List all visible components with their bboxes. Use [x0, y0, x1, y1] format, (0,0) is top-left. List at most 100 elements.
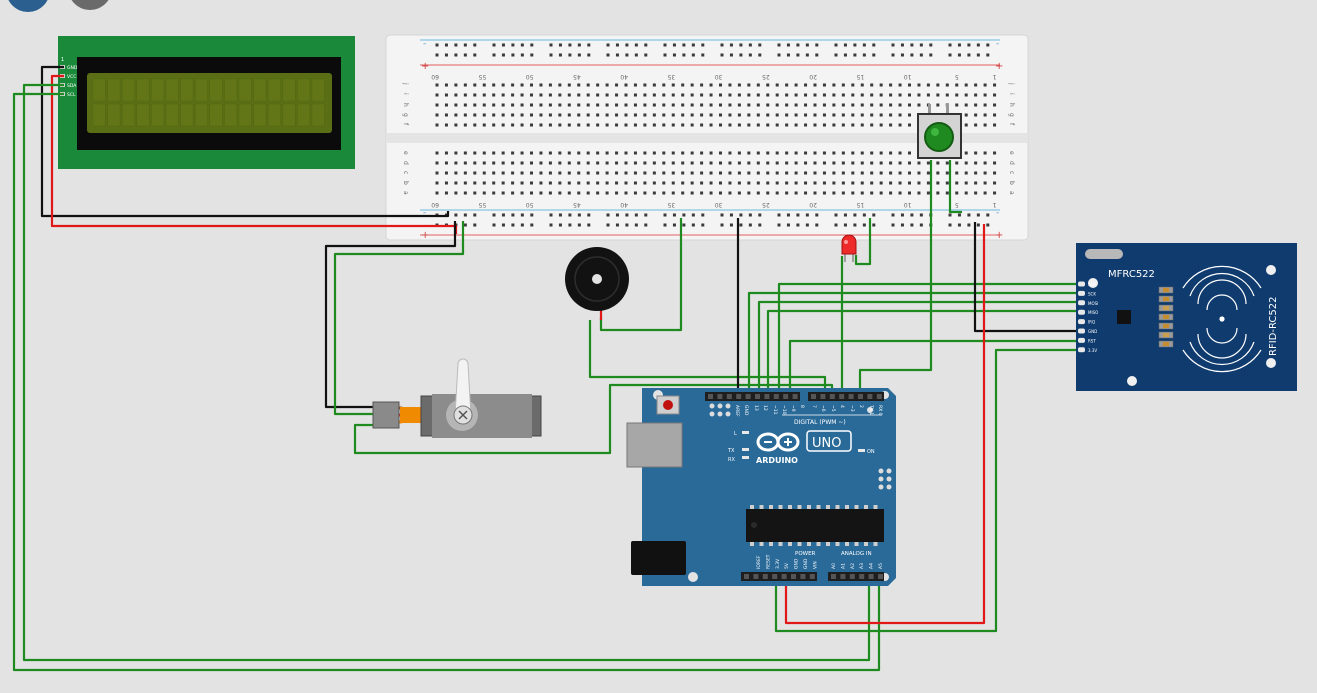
row-letter: b — [1008, 181, 1015, 185]
analog-pin-label: A0 — [831, 563, 837, 569]
row-letter: b — [402, 181, 409, 185]
digital-pin-label: 8 — [799, 405, 805, 408]
rfid-pin[interactable] — [1078, 347, 1085, 353]
power-pin-label: 3.3V — [775, 558, 781, 569]
rfid-pin[interactable] — [1078, 337, 1085, 343]
rfid-pin-label: IRQ — [1088, 320, 1095, 325]
rfid-pin-label: 3.3V — [1088, 348, 1097, 353]
row-letter: j — [402, 82, 409, 85]
rfid-pin[interactable] — [1078, 328, 1085, 334]
row-letter: e — [1008, 151, 1015, 155]
rail-minus-top-right: - — [996, 39, 999, 49]
power-pin-label: GND — [803, 558, 809, 569]
wires[interactable] — [12, 65, 1082, 672]
column-number: 30 — [715, 201, 723, 208]
wire-lcd-scl — [12, 92, 881, 672]
column-number: 1 — [993, 73, 997, 80]
rail-plus-top-left: + — [421, 61, 429, 72]
power-pin-label: RESET — [765, 554, 771, 569]
wire-buzzer-gnd — [599, 218, 683, 332]
breadboard-holes[interactable] — [435, 43, 997, 227]
row-letter: c — [402, 171, 409, 174]
led-icon[interactable] — [841, 234, 857, 262]
buzzer-icon[interactable] — [565, 247, 629, 311]
lcd-pin-label: SDA — [67, 83, 77, 89]
rx-label: RX — [728, 457, 735, 463]
toolbar-button-2[interactable] — [68, 0, 112, 10]
row-letter: f — [402, 123, 409, 126]
tx-label: TX — [727, 448, 735, 454]
breadboard: 6060555550504545404035353030252520201515… — [385, 34, 1029, 241]
rfid-pin[interactable] — [1078, 300, 1085, 306]
column-number: 55 — [478, 201, 486, 208]
rfid-pin-label: MISO — [1088, 310, 1098, 315]
rfid-pin[interactable] — [1078, 290, 1085, 296]
digital-pin-label: 7 — [811, 405, 817, 408]
rfid-pin[interactable] — [1078, 281, 1085, 287]
wire-button-rail — [948, 160, 962, 214]
wire-rfid-miso — [766, 309, 1082, 398]
row-letter: i — [1008, 93, 1015, 95]
column-number: 50 — [526, 201, 534, 208]
rfid-pin-label: RST — [1088, 338, 1096, 343]
row-letter: g — [402, 113, 409, 117]
header-pins[interactable] — [708, 394, 883, 579]
icsp-header-right — [878, 468, 892, 490]
icsp-header-top — [709, 403, 731, 417]
arduino-logo-icon — [756, 432, 800, 452]
lcd-pin-label: SCL — [67, 92, 76, 98]
wire-button-signal — [858, 160, 933, 398]
digital-pin-label: RX 0 — [877, 405, 883, 416]
rfid-side-label: RFID-RC522 — [1268, 297, 1279, 356]
lcd-pin-label: GND — [67, 65, 78, 71]
rfid-antenna-icon — [1182, 265, 1262, 373]
row-letter: h — [1008, 103, 1015, 107]
rfid-crystal — [1085, 249, 1123, 259]
push-button-icon[interactable] — [917, 104, 962, 159]
digital-pin-label: 12 — [762, 405, 768, 411]
lcd-pin1-marker: 1 — [61, 57, 64, 63]
power-header-label: POWER — [795, 551, 816, 557]
rail-minus-top-left: - — [423, 39, 426, 49]
rfid-pin[interactable] — [1078, 319, 1085, 325]
rfid-pin-label: GND — [1088, 329, 1097, 334]
row-letter: h — [402, 103, 409, 107]
rfid-reader[interactable]: MFRC522 RFID-RC522 SDASCKMOSIMISOIRQGNDR… — [1076, 243, 1297, 391]
wire-rfid-sda — [777, 282, 1082, 398]
column-number: 25 — [762, 201, 770, 208]
rfid-smd-components — [1158, 286, 1174, 348]
toolbar-button-1[interactable] — [6, 0, 50, 12]
column-number: 45 — [573, 201, 581, 208]
row-letter: c — [1008, 171, 1015, 174]
column-number: 40 — [620, 201, 628, 208]
rfid-pin-label: SCK — [1088, 291, 1096, 296]
row-letter: a — [1008, 191, 1015, 195]
digital-pin-label: ~3 — [849, 405, 855, 412]
column-number: 55 — [478, 73, 486, 80]
digital-pin-label: ~9 — [790, 405, 796, 412]
column-number: 1 — [993, 201, 997, 208]
wire-servo-signal — [353, 383, 834, 455]
wire-led-anode — [854, 218, 872, 266]
rfid-chip — [1117, 310, 1131, 324]
row-letter: i — [402, 93, 409, 95]
column-number: 5 — [955, 201, 959, 208]
column-number: 30 — [715, 73, 723, 80]
rail-plus-bottom-right: + — [995, 230, 1003, 241]
digital-pin-label: TX 1 — [868, 404, 874, 415]
row-letter: f — [1008, 123, 1015, 126]
wire-5v-rail — [784, 224, 986, 625]
power-pin-label: GND — [794, 558, 800, 569]
rfid-title: MFRC522 — [1108, 269, 1155, 280]
rfid-pin[interactable] — [1078, 309, 1085, 315]
wire-lcd-gnd — [40, 65, 450, 218]
analog-header-label: ANALOG IN — [841, 551, 872, 557]
analog-pin-label: A2 — [850, 563, 856, 569]
servo-icon[interactable] — [372, 358, 542, 438]
row-letter: a — [402, 191, 409, 195]
